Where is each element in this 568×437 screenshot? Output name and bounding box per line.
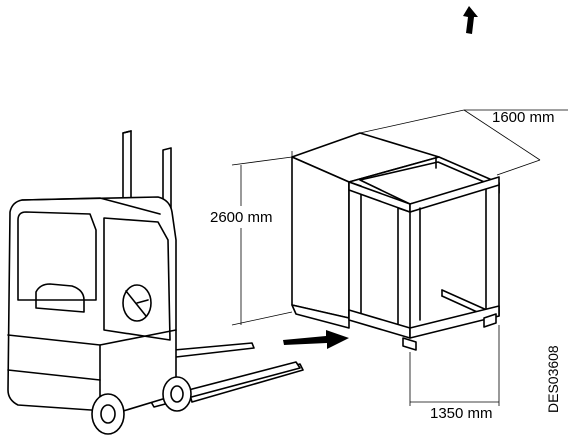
width-dimension: 1350 mm — [409, 325, 500, 422]
crated-cabinet — [291, 132, 500, 351]
depth-label: 1600 mm — [492, 109, 555, 126]
depth-dimension: 1600 mm — [291, 109, 568, 176]
width-label: 1350 mm — [430, 405, 493, 422]
height-dimension: 2600 mm — [207, 156, 293, 326]
reference-code: DES03608 — [545, 345, 561, 413]
forklift — [7, 130, 304, 435]
height-label: 2600 mm — [210, 209, 273, 226]
up-arrow-icon — [463, 6, 478, 34]
right-arrow-icon — [283, 330, 349, 349]
